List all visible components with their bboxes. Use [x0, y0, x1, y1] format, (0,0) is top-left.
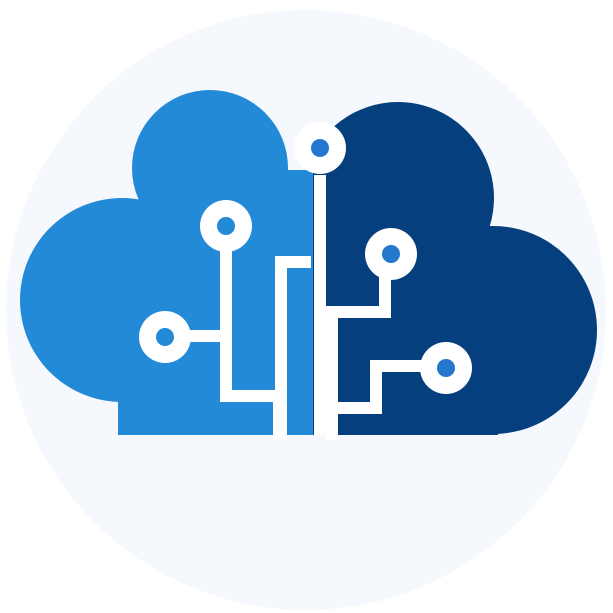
trace-right-lower-node [332, 360, 426, 414]
node-right-lower [420, 342, 472, 394]
circuit-nodes [139, 122, 472, 394]
node-right-upper [365, 228, 417, 280]
circuit-traces [184, 175, 426, 440]
node-left-lower [139, 311, 191, 363]
trace-center-step [275, 256, 311, 440]
trace-left-upper-node [220, 240, 285, 440]
node-top [294, 122, 346, 174]
node-left-upper [200, 200, 252, 252]
trace-right-upper-node [326, 276, 391, 440]
